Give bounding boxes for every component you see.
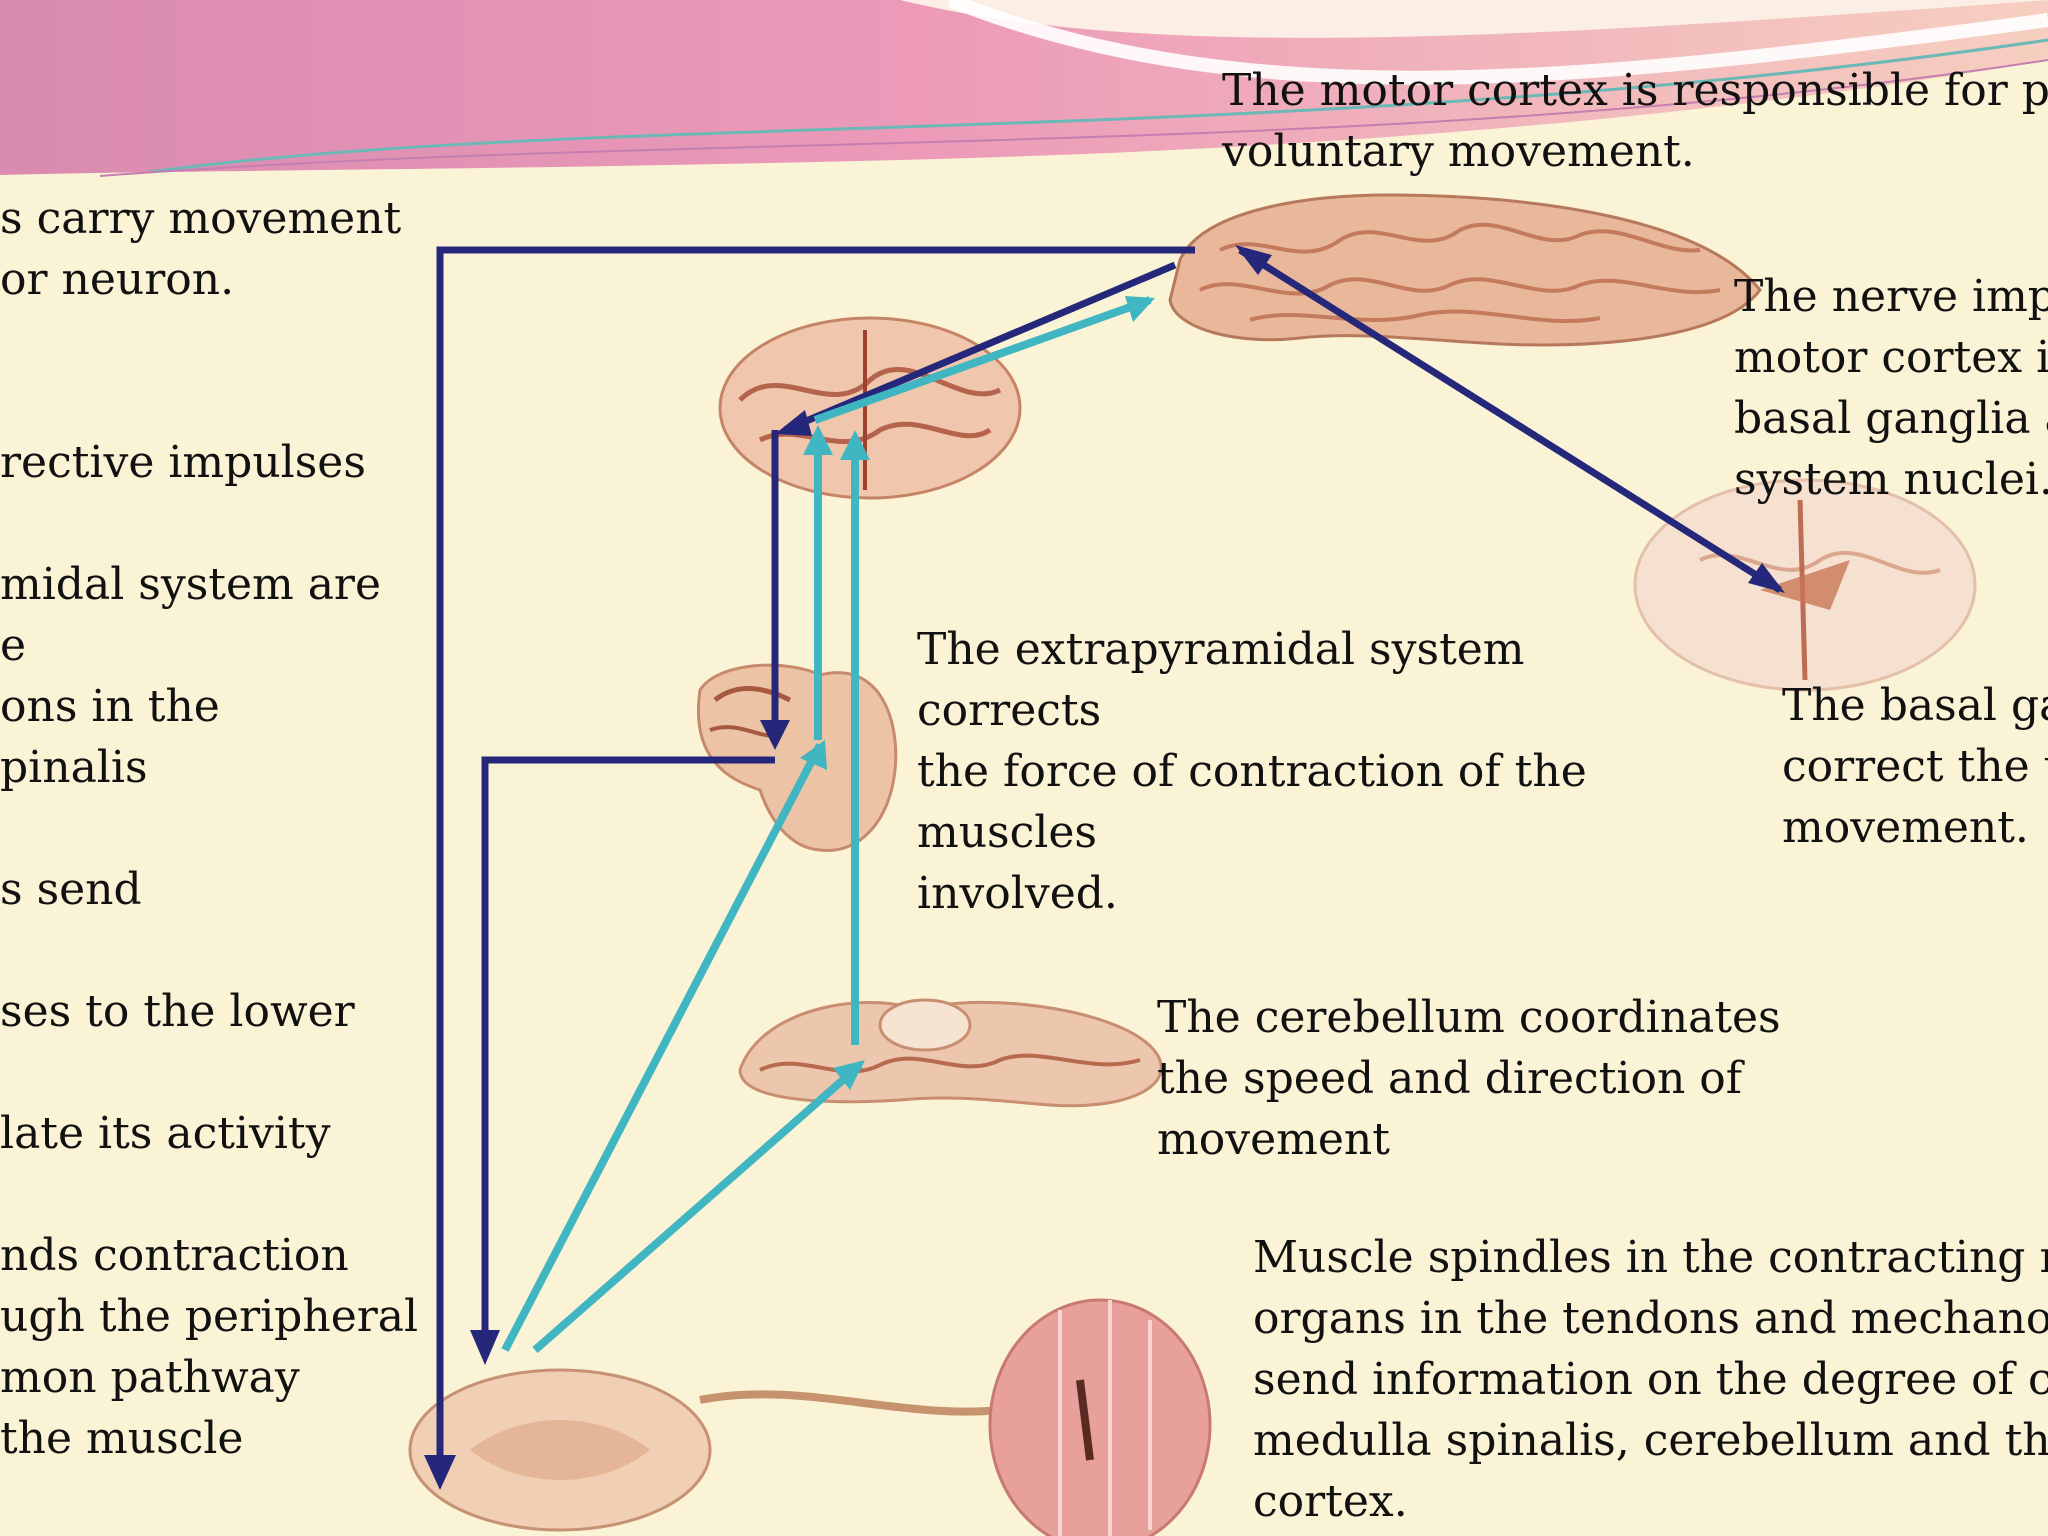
label-line: e (0, 620, 27, 671)
label-line: The motor cortex is responsible for pla (1222, 65, 2048, 116)
efferent-pathway-arrows (424, 245, 1785, 1490)
label-line: ugh the peripheral (0, 1291, 419, 1342)
label-line: the force of contraction of the (917, 746, 1587, 797)
label-line: cortex. (1253, 1476, 1408, 1527)
label-line: muscles (917, 807, 1097, 858)
label-line: ons in the (0, 681, 220, 732)
label-line: ses to the lower (0, 986, 355, 1037)
header-wave-decoration (0, 0, 2048, 177)
label-line: mon pathway (0, 1352, 300, 1403)
spinal-cord-section-image (408, 1368, 1141, 1532)
muscle-cross-section-image (988, 1298, 1212, 1536)
label-muscle-spindles: Muscle spindles in the contracting m org… (1253, 1227, 2048, 1532)
label-line: rective impulses (0, 437, 366, 488)
label-cerebellum: The cerebellum coordinates the speed and… (1157, 987, 1781, 1170)
label-line (0, 920, 418, 981)
label-line: The extrapyramidal system (917, 624, 1525, 675)
afferent-pathway-arrows (501, 296, 1155, 1354)
label-line: nds contraction (0, 1230, 349, 1281)
label-line: correct the t (1782, 741, 2048, 792)
label-line: s carry movement (0, 193, 402, 244)
label-line (0, 1042, 418, 1103)
label-line: or neuron. (0, 254, 235, 305)
label-line: movement (1157, 1114, 1390, 1165)
label-line: The basal ga (1782, 680, 2048, 731)
label-line: motor cortex is (1734, 332, 2048, 383)
label-line: corrects (917, 685, 1102, 736)
brain-coronal-section-image (718, 316, 1022, 500)
label-line (0, 798, 418, 859)
label-line: The cerebellum coordinates (1157, 992, 1781, 1043)
label-motor-cortex: The motor cortex is responsible for pla … (1222, 60, 2048, 182)
label-line (0, 371, 418, 432)
label-line: organs in the tendons and mechanoc (1253, 1293, 2048, 1344)
label-line (0, 493, 418, 554)
basal-ganglia-section-image (1633, 478, 1977, 692)
label-line: voluntary movement. (1222, 126, 1695, 177)
label-line: s send (0, 864, 142, 915)
label-nerve-impulse: The nerve imp motor cortex is basal gang… (1734, 266, 2048, 510)
label-line: send information on the degree of co (1253, 1354, 2048, 1405)
label-line: midal system are (0, 559, 382, 610)
label-line: the speed and direction of (1157, 1053, 1743, 1104)
label-line: system nuclei. (1734, 454, 2048, 505)
label-line: the muscle (0, 1413, 244, 1464)
label-line: Muscle spindles in the contracting m (1253, 1232, 2048, 1283)
label-line: basal ganglia a (1734, 393, 2048, 444)
label-line: medulla spinalis, cerebellum and the (1253, 1415, 2048, 1466)
cerebellum-section-image (738, 998, 1163, 1108)
label-line (0, 1164, 418, 1225)
brainstem-section-image (697, 663, 898, 852)
label-line: movement. (1782, 802, 2029, 853)
cerebral-cortex-image (1168, 193, 1762, 347)
label-extrapyramidal: The extrapyramidal system corrects the f… (917, 619, 1587, 924)
label-line: involved. (917, 868, 1118, 919)
label-line: The nerve imp (1734, 271, 2048, 322)
label-left-column: s carry movement or neuron. rective impu… (0, 188, 418, 1469)
label-basal-ganglia: The basal ga correct the t movement. (1782, 675, 2048, 858)
label-line: pinalis (0, 742, 148, 793)
label-line (0, 310, 418, 371)
label-line: late its activity (0, 1108, 331, 1159)
